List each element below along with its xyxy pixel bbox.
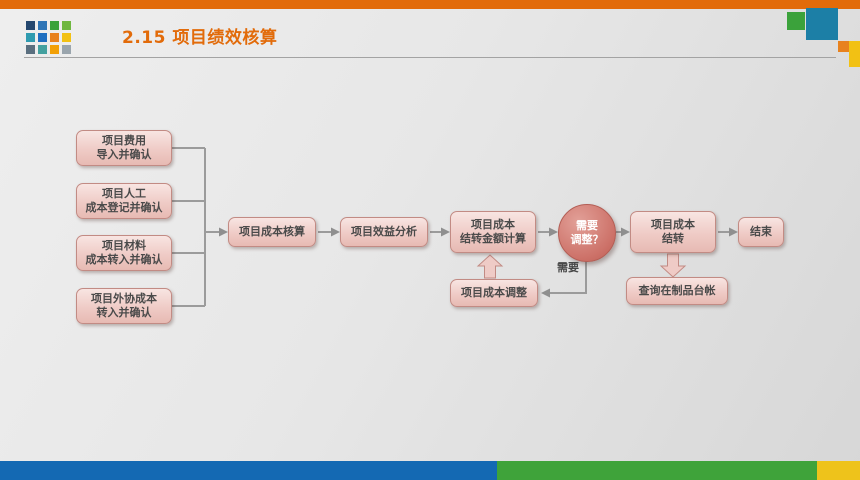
flow-box-query-wip-ledger: 查询在制品台帐 xyxy=(626,277,728,305)
corner-deco-orange-square xyxy=(838,41,849,52)
bottom-bar-green-segment xyxy=(497,461,817,480)
arrow-decision-yes-to-adjust xyxy=(541,260,587,298)
bottom-accent-bar xyxy=(0,461,860,480)
header-divider xyxy=(24,57,836,58)
bottom-bar-blue-segment xyxy=(0,461,497,480)
corner-deco-blue-square xyxy=(806,8,838,40)
block-arrow-query-down xyxy=(659,253,687,278)
flow-box-material-cost-transfer: 项目材料 成本转入并确认 xyxy=(76,235,172,271)
flow-box-carryforward-amount-calc: 项目成本 结转金额计算 xyxy=(450,211,536,253)
corner-deco-green-square xyxy=(787,12,805,30)
flow-decision-need-adjust: 需要 调整？ xyxy=(558,204,616,262)
top-accent-bar xyxy=(0,0,860,9)
decision-yes-label: 需要 xyxy=(557,261,579,274)
logo-squares xyxy=(26,21,71,54)
flow-box-cost-accounting: 项目成本核算 xyxy=(228,217,316,247)
block-arrow-adjust-up xyxy=(476,254,504,279)
page-title: 2.15 项目绩效核算 xyxy=(122,28,278,48)
flow-box-end: 结束 xyxy=(738,217,784,247)
bottom-bar-yellow-segment xyxy=(817,461,860,480)
flow-box-cost-adjust: 项目成本调整 xyxy=(450,279,538,307)
flow-box-project-expense-import: 项目费用 导入并确认 xyxy=(76,130,172,166)
flow-box-cost-carryforward: 项目成本 结转 xyxy=(630,211,716,253)
flow-box-benefit-analysis: 项目效益分析 xyxy=(340,217,428,247)
flow-box-outsourcing-cost-transfer: 项目外协成本 转入并确认 xyxy=(76,288,172,324)
corner-deco-yellow-square xyxy=(849,41,860,67)
flow-box-labor-cost-register: 项目人工 成本登记并确认 xyxy=(76,183,172,219)
